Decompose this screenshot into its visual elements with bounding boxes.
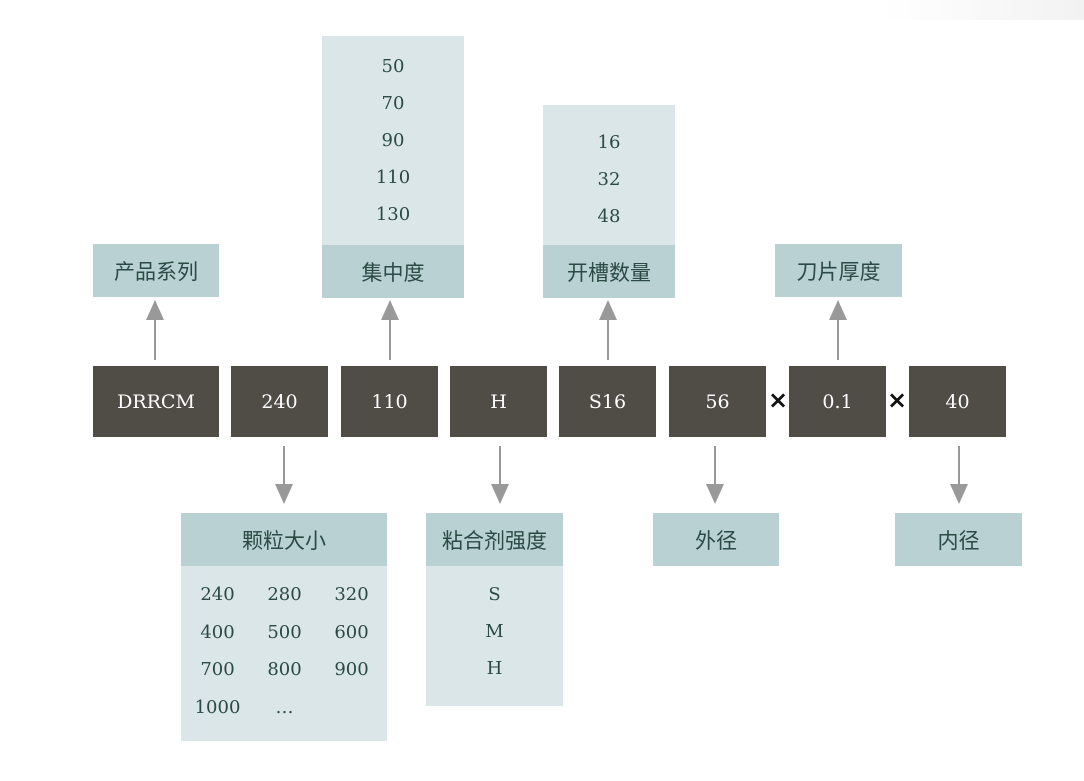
code-thickness: 0.1 <box>789 366 886 437</box>
bond-options-panel: S M H <box>426 566 563 706</box>
grit-option: 900 <box>334 659 369 680</box>
label-series: 产品系列 <box>93 244 219 297</box>
arrow-bond-down <box>491 446 509 504</box>
slot-options-panel: 16 32 48 <box>543 105 675 245</box>
grit-option: 800 <box>267 659 302 680</box>
label-outer-diameter: 外径 <box>653 513 779 566</box>
code-slots: S16 <box>559 366 656 437</box>
concentration-option: 130 <box>375 204 411 225</box>
arrow-concentration-up <box>381 300 399 360</box>
arrow-grit-down <box>275 446 293 504</box>
grit-option: 400 <box>200 621 235 643</box>
grit-option: 500 <box>267 621 302 643</box>
label-inner-diameter: 内径 <box>895 513 1022 566</box>
bond-option: H <box>486 658 503 679</box>
grit-option: 280 <box>267 584 302 605</box>
concentration-option: 70 <box>381 93 405 114</box>
code-concentration: 110 <box>341 366 438 437</box>
slot-option: 32 <box>597 169 621 190</box>
label-thickness: 刀片厚度 <box>775 244 902 297</box>
label-grit: 颗粒大小 <box>181 513 387 566</box>
concentration-option: 50 <box>381 56 405 77</box>
bond-option: S <box>488 584 501 605</box>
label-bond: 粘合剂强度 <box>426 513 563 566</box>
slot-option: 48 <box>597 206 621 227</box>
concentration-option: 90 <box>381 130 405 151</box>
code-inner-diameter: 40 <box>909 366 1006 437</box>
grit-option: 320 <box>334 584 369 605</box>
times-sign: × <box>886 386 908 414</box>
concentration-options-panel: 50 70 90 110 130 <box>322 36 464 245</box>
grit-options-panel: 240 280 320 400 500 600 700 800 900 1000… <box>181 566 387 741</box>
times-sign: × <box>767 386 789 414</box>
corner-shade <box>884 0 1084 20</box>
arrow-thickness-up <box>829 300 847 360</box>
arrow-outer-down <box>706 446 724 504</box>
label-slots: 开槽数量 <box>543 245 675 298</box>
code-grit: 240 <box>231 366 328 437</box>
grit-option: 700 <box>200 659 235 680</box>
slot-option: 16 <box>597 132 621 153</box>
grit-option-more: … <box>275 696 294 718</box>
grit-option: 240 <box>200 584 235 605</box>
concentration-option: 110 <box>375 167 411 188</box>
bond-option: M <box>485 621 504 642</box>
code-outer-diameter: 56 <box>669 366 766 437</box>
grit-option: 1000 <box>194 696 241 718</box>
arrow-slots-up <box>599 300 617 360</box>
grit-option: 600 <box>334 621 369 643</box>
code-bond: H <box>450 366 547 437</box>
label-concentration: 集中度 <box>322 245 464 298</box>
arrow-series-up <box>146 300 164 360</box>
arrow-inner-down <box>950 446 968 504</box>
code-series: DRRCM <box>93 366 219 437</box>
